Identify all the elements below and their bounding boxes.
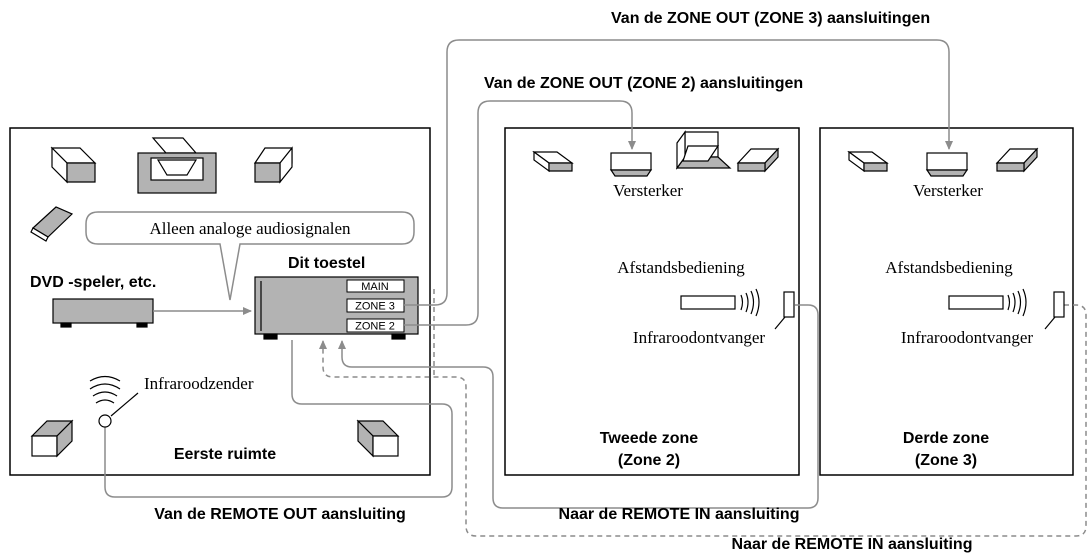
- zone2-left-speaker-icon: [532, 150, 574, 173]
- ir-emitter-icon: [89, 375, 139, 428]
- main-jack: [346, 279, 405, 293]
- zone3-name-line1: Derde zone: [903, 430, 989, 447]
- ir-emitter-label: Infraroodzender: [144, 374, 254, 393]
- zone3-amplifier-icon: [925, 152, 969, 177]
- zone2-out-label: Van de ZONE OUT (ZONE 2) aansluitingen: [484, 75, 803, 92]
- zone2-amp-label: Versterker: [613, 181, 683, 200]
- surround-left-speaker-icon: [30, 419, 74, 458]
- zone3-amp-label: Versterker: [913, 181, 983, 200]
- zone3-right-speaker-icon: [995, 147, 1039, 173]
- zone3-ir-receiver-icon: [1044, 291, 1065, 330]
- zone3-receiver-label: Infraroodontvanger: [901, 328, 1034, 347]
- zone2-name-line2: (Zone 2): [618, 452, 680, 469]
- analog-only-label: Alleen analoge audiosignalen: [149, 219, 351, 238]
- zone2-remote-in-cable: [338, 304, 819, 509]
- remote-out-cable: [104, 340, 453, 498]
- analog-only-callout: [85, 211, 415, 301]
- zone2-receiver-label: Infraroodontvanger: [633, 328, 766, 347]
- zone3-audio-cable: [404, 39, 953, 306]
- zone2-right-speaker-icon: [736, 147, 780, 173]
- zone2-remote-label: Afstandsbediening: [617, 258, 745, 277]
- zone2-remote-icon: [680, 288, 760, 317]
- zone2-name-line1: Tweede zone: [600, 430, 698, 447]
- first-room-frame: [9, 127, 431, 476]
- zone3-jack-label: ZONE 3: [355, 301, 395, 313]
- zone3-remote-label: Afstandsbediening: [885, 258, 1013, 277]
- zone3-name-line2: (Zone 3): [915, 452, 977, 469]
- dvd-player-icon: [52, 298, 154, 328]
- remote-in-zone3-label: Naar de REMOTE IN aansluiting: [732, 536, 973, 553]
- zone2-amplifier-icon: [609, 152, 653, 177]
- zone3-left-speaker-icon: [847, 150, 889, 173]
- center-speaker-icon: [137, 137, 217, 194]
- this-unit-label: Dit toestel: [288, 255, 365, 272]
- dvd-player-label: DVD -speler, etc.: [30, 274, 156, 291]
- remote-in-zone2-label: Naar de REMOTE IN aansluiting: [559, 506, 800, 523]
- first-room-label: Eerste ruimte: [174, 446, 276, 463]
- surround-right-speaker-icon: [356, 419, 400, 458]
- front-right-speaker-icon: [253, 146, 293, 184]
- remote-out-label: Van de REMOTE OUT aansluiting: [154, 506, 406, 523]
- zone3-out-label: Van de ZONE OUT (ZONE 3) aansluitingen: [611, 10, 930, 27]
- second-zone-frame: [504, 127, 800, 476]
- zone2-jack-label: ZONE 2: [355, 321, 395, 333]
- subwoofer-icon: [30, 206, 74, 242]
- third-zone-frame: [819, 127, 1074, 476]
- zone2-audio-cable: [404, 100, 636, 326]
- zone3-remote-icon: [948, 288, 1027, 317]
- front-left-speaker-icon: [50, 146, 97, 184]
- main-jack-label: MAIN: [361, 281, 389, 293]
- zone2-ceiling-speaker-icon: [675, 130, 732, 170]
- zone2-ir-receiver-icon: [774, 291, 795, 330]
